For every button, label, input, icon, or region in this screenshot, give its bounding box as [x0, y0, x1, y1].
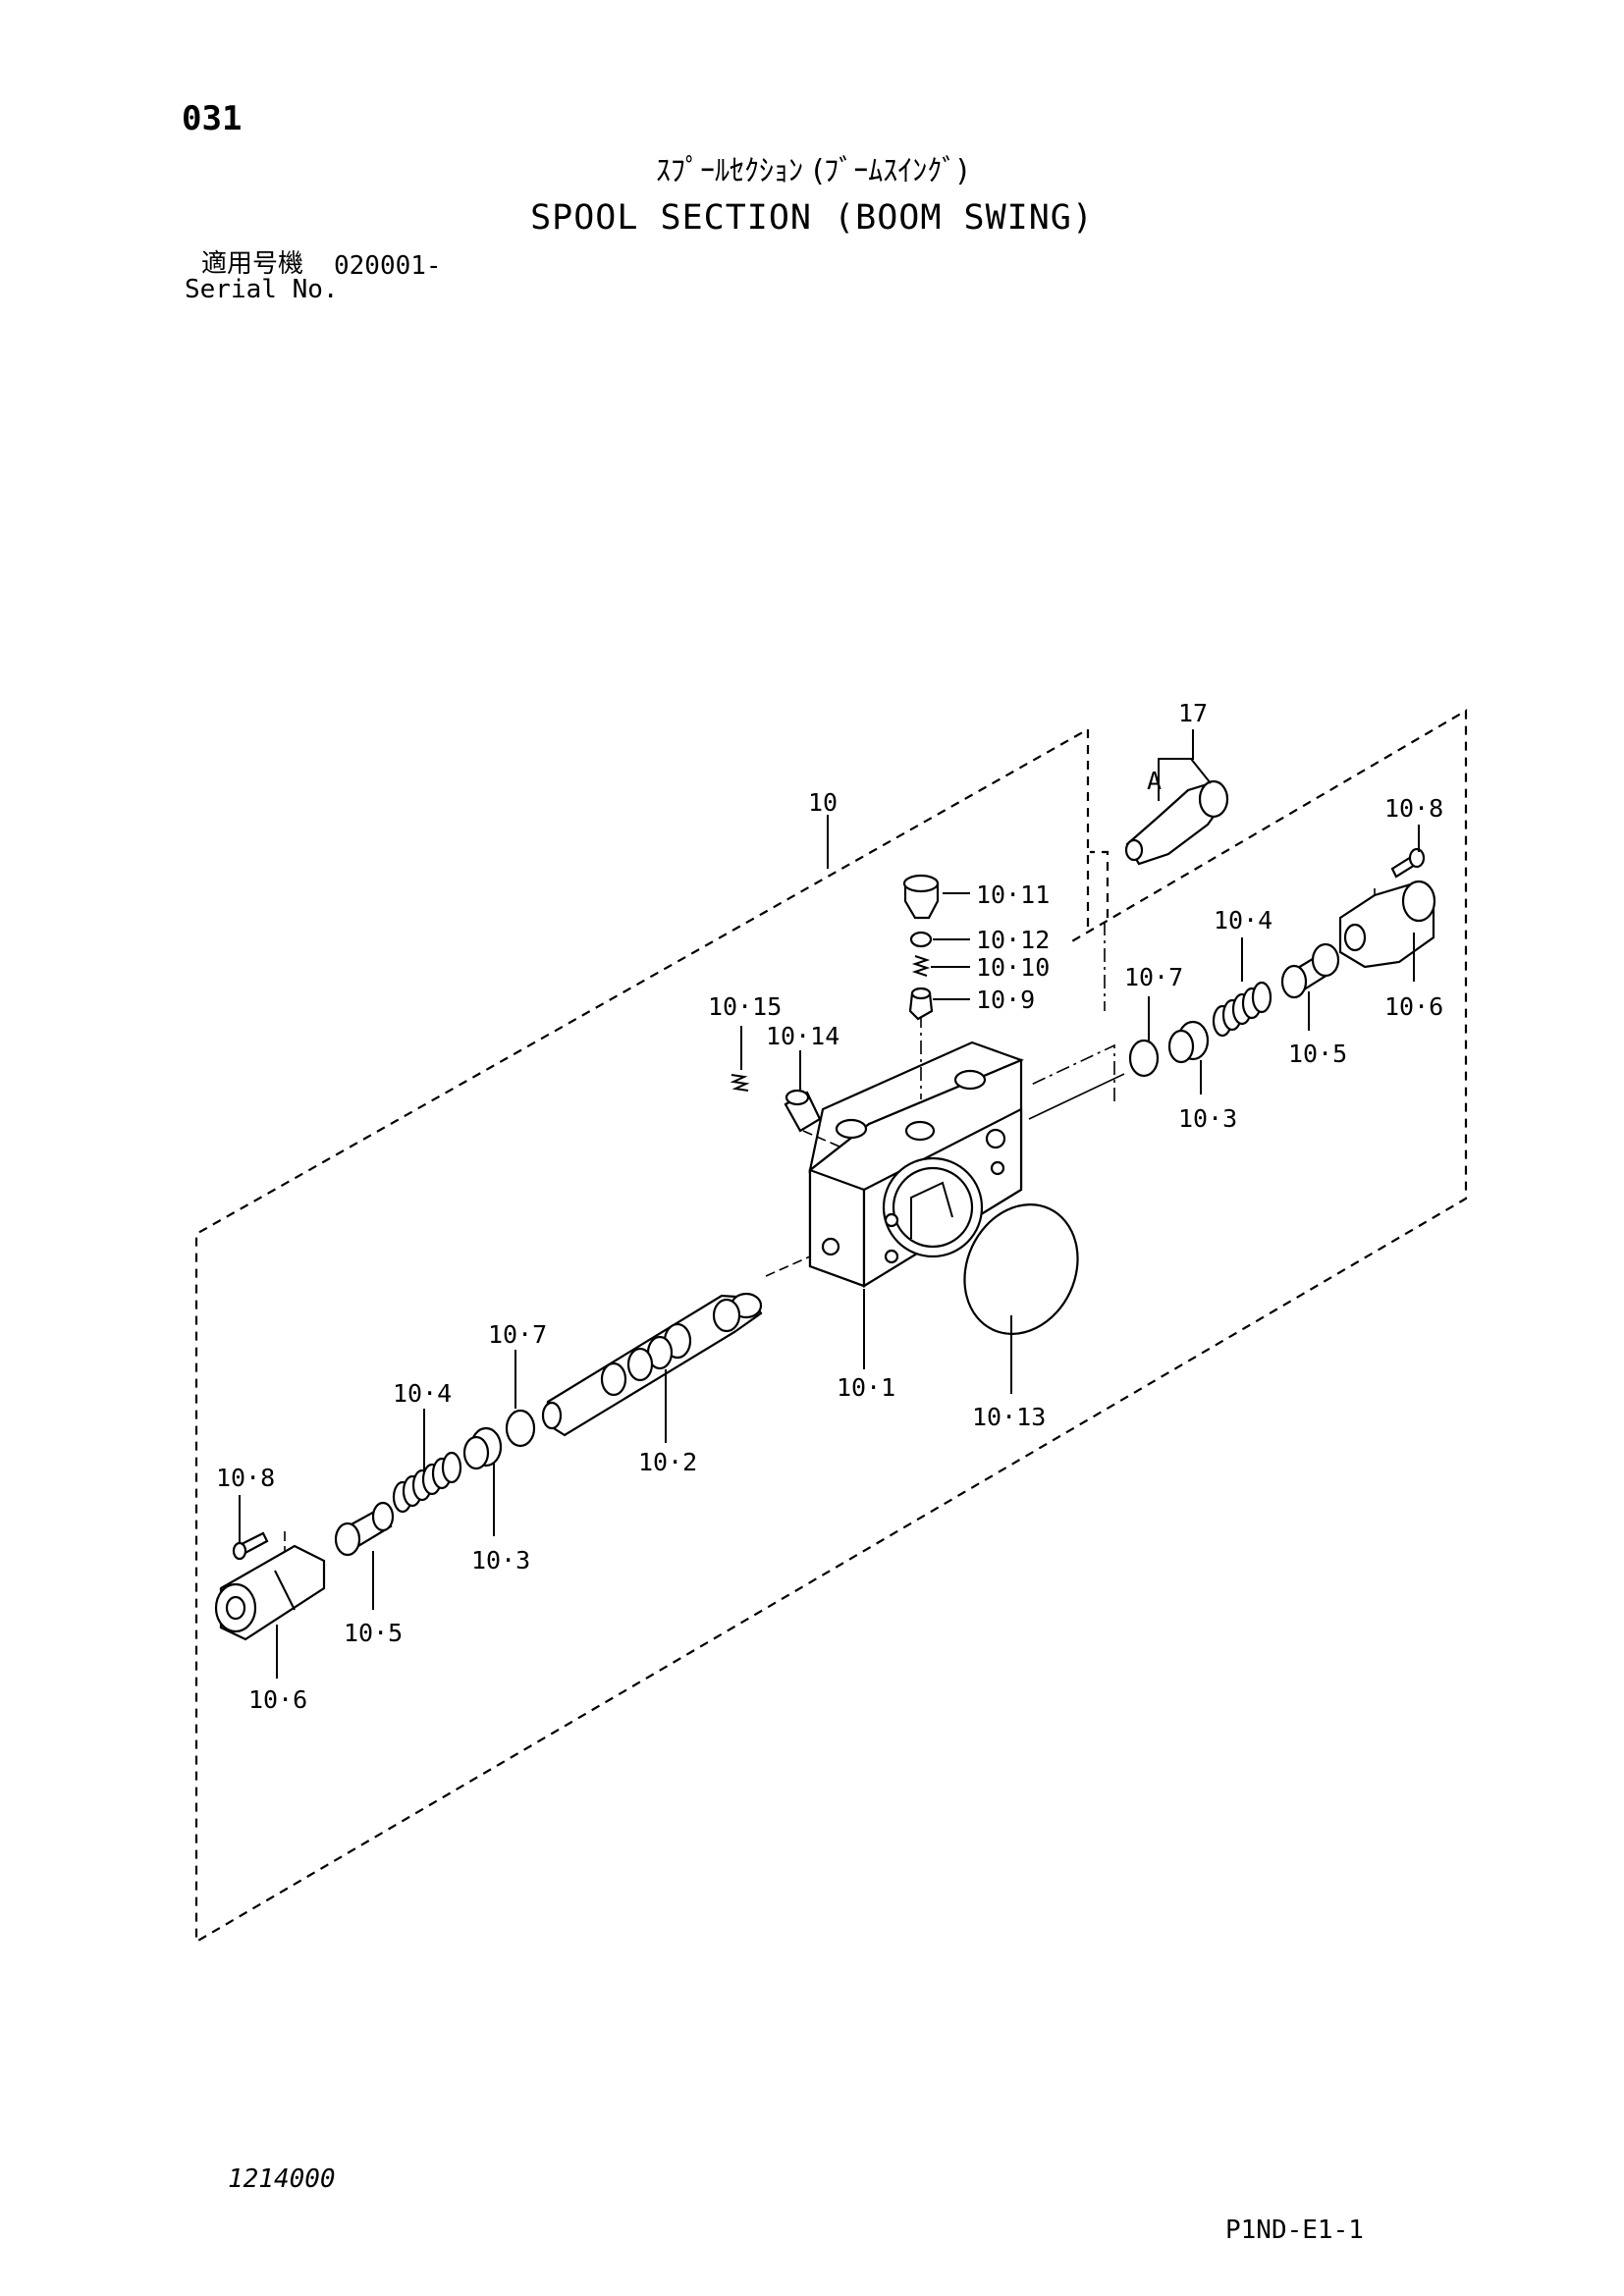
callout-10-4-left: 10·4: [393, 1379, 452, 1408]
callout-10-7-left: 10·7: [488, 1320, 547, 1349]
callout-10-13: 10·13: [972, 1403, 1046, 1431]
stopper-10-5-left: [334, 1501, 395, 1557]
plug-10-14: [784, 1089, 822, 1133]
callout-10-6-left: 10·6: [248, 1685, 307, 1714]
leader-lines: [239, 729, 1420, 1679]
spring-10-4-right: [1212, 981, 1272, 1038]
callout-10: 10: [808, 788, 838, 817]
plug-10-15: [730, 1074, 750, 1092]
callout-10-2: 10·2: [638, 1448, 697, 1476]
callout-10-7-right: 10·7: [1124, 963, 1183, 991]
callout-10-9: 10·9: [976, 986, 1035, 1014]
sheet-code: P1ND-E1-1: [1225, 2216, 1364, 2245]
spring-10-10: [911, 955, 931, 977]
serial-label-japanese: 適用号機: [201, 249, 304, 279]
o-ring-10-7-left: [505, 1409, 536, 1448]
callout-a: A: [1147, 767, 1162, 795]
title-english: SPOOL SECTION (BOOM SWING): [530, 198, 1094, 238]
poppet-10-9: [908, 987, 934, 1021]
valve-housing-10-1: [808, 1041, 1025, 1288]
cap-10-6-right: [1338, 880, 1436, 969]
page-number: 031: [182, 99, 243, 138]
callout-10-15: 10·15: [708, 992, 782, 1021]
spring-seat-10-3-right: [1167, 1020, 1210, 1064]
serial-label-english: Serial No.: [185, 275, 339, 304]
callout-10-5-left: 10·5: [344, 1619, 403, 1647]
callout-10-8-right: 10·8: [1384, 794, 1443, 823]
spool-10-2: [541, 1292, 763, 1437]
title-japanese: ｽﾌﾟｰﾙｾｸｼｮﾝ (ﾌﾞｰﾑｽｲﾝｸﾞ): [656, 154, 968, 188]
cap-10-6-left: [214, 1544, 326, 1641]
o-ring-10-13: [963, 1203, 1079, 1335]
spring-seat-10-3-left: [462, 1426, 503, 1470]
stopper-10-5-right: [1280, 942, 1340, 999]
serial-number-value: 020001-: [334, 251, 442, 281]
callout-17: 17: [1178, 699, 1208, 727]
o-ring-10-7-right: [1128, 1039, 1160, 1078]
spring-10-4-left: [392, 1451, 462, 1514]
plug-10-11: [902, 874, 940, 920]
callout-10-1: 10·1: [837, 1373, 895, 1402]
callout-10-3-right: 10·3: [1178, 1104, 1237, 1133]
assembly-boundary-10: [194, 709, 1468, 1944]
valve-17: [1124, 779, 1229, 866]
callout-labels: 10 17 A 10·8 10·11 10·12 10·10 10·9 10·4…: [216, 699, 1443, 1714]
bolt-10-8-left: [232, 1531, 269, 1561]
callout-10-11: 10·11: [976, 881, 1050, 909]
callout-10-8-left: 10·8: [216, 1464, 275, 1492]
callout-10-14: 10·14: [766, 1022, 839, 1050]
callout-10-5-right: 10·5: [1288, 1040, 1347, 1068]
illustration-number: 1214000: [228, 2164, 336, 2194]
bolt-10-8-right: [1390, 847, 1426, 879]
callout-10-12: 10·12: [976, 926, 1050, 954]
callout-10-6-right: 10·6: [1384, 992, 1443, 1021]
o-ring-10-12: [909, 931, 933, 948]
callout-10-3-left: 10·3: [471, 1546, 530, 1575]
callout-10-4-right: 10·4: [1214, 906, 1272, 934]
callout-10-10: 10·10: [976, 953, 1050, 982]
